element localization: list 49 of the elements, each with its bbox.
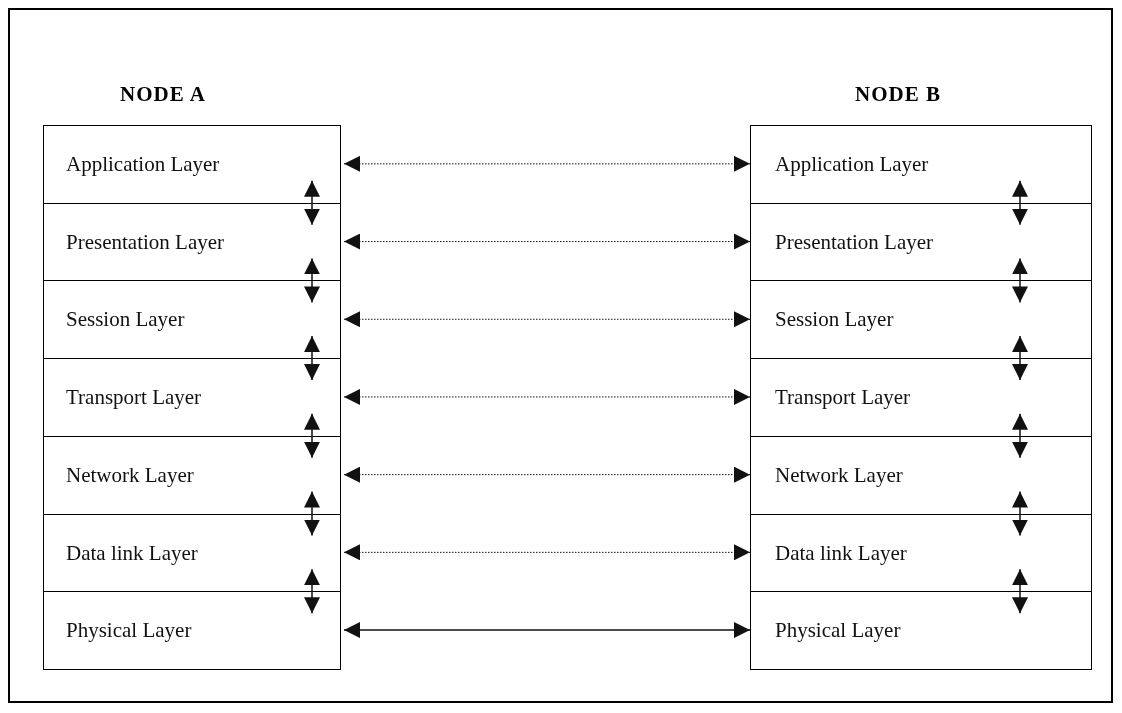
layer-label: Network Layer: [66, 462, 194, 488]
layer-label: Application Layer: [66, 152, 220, 178]
double-arrow: [1012, 568, 1028, 614]
layer-box: [750, 513, 1092, 593]
layer-label: Session Layer: [775, 307, 894, 333]
layer-box: [43, 280, 341, 360]
layer-label: Presentation Layer: [66, 229, 225, 255]
double-arrow: [304, 490, 320, 537]
double-arrow: [1012, 179, 1028, 226]
layer-label: Physical Layer: [66, 618, 192, 644]
layer-label: Transport Layer: [775, 385, 911, 411]
column-heading: NODE A: [120, 82, 206, 107]
double-arrow: [343, 622, 751, 639]
double-arrow: [343, 544, 751, 561]
layer-box: [750, 358, 1092, 438]
layer-box: [43, 125, 341, 205]
layer-box: [43, 435, 341, 515]
double-arrow: [304, 568, 320, 614]
layer-label: Session Layer: [66, 307, 185, 333]
double-arrow: [343, 388, 751, 405]
layer-label: Data link Layer: [775, 540, 907, 566]
layer-label: Presentation Layer: [775, 229, 934, 255]
layer-box: [750, 202, 1092, 282]
layer-label: Network Layer: [775, 462, 903, 488]
double-arrow: [1012, 335, 1028, 381]
double-arrow: [343, 155, 751, 172]
double-arrow: [1012, 257, 1028, 304]
double-arrow: [343, 466, 751, 483]
double-arrow: [304, 335, 320, 381]
layer-label: Physical Layer: [775, 618, 901, 644]
double-arrow: [343, 233, 751, 250]
double-arrow: [304, 257, 320, 304]
layer-box: [43, 513, 341, 593]
layer-box: [43, 202, 341, 282]
layer-box: [750, 280, 1092, 360]
layer-box: [43, 358, 341, 438]
double-arrow: [1012, 413, 1028, 459]
layer-box: [43, 591, 341, 671]
column-heading: NODE B: [855, 82, 941, 107]
double-arrow: [304, 179, 320, 226]
layer-box: [750, 435, 1092, 515]
layer-label: Data link Layer: [66, 540, 198, 566]
double-arrow: [343, 311, 751, 328]
layer-box: [750, 591, 1092, 671]
layer-label: Application Layer: [775, 152, 929, 178]
layer-box: [750, 125, 1092, 205]
double-arrow: [304, 413, 320, 459]
layer-label: Transport Layer: [66, 385, 202, 411]
double-arrow: [1012, 490, 1028, 537]
